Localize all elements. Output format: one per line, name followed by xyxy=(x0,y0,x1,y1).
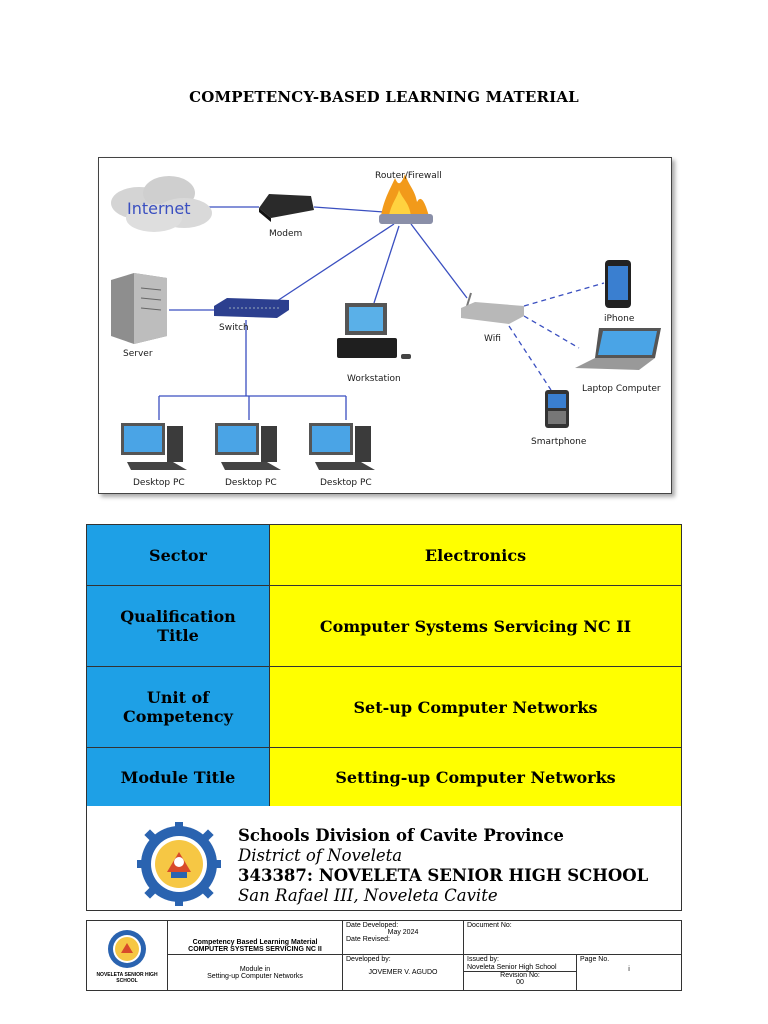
footer-seal-icon xyxy=(108,929,146,968)
document-title: COMPETENCY-BASED LEARNING MATERIAL xyxy=(189,88,579,106)
school-info-box: Schools Division of Cavite Province Dist… xyxy=(86,806,682,911)
wifi-label: Wifi xyxy=(484,334,501,344)
internet-cloud-icon: Internet xyxy=(111,176,212,232)
footer-revision-value: 00 xyxy=(516,979,524,986)
module-label: Module Title xyxy=(86,747,270,807)
module-info-table: Sector Electronics Qualification Title C… xyxy=(86,524,682,807)
footer-developed-by-label: Developed by: xyxy=(346,956,391,963)
wireless-links xyxy=(508,282,605,391)
diagram-links xyxy=(158,206,468,420)
iphone-icon: iPhone xyxy=(604,260,635,324)
school-division: Schools Division of Cavite Province xyxy=(238,826,564,845)
workstation-label: Workstation xyxy=(347,374,401,384)
footer-document-no-cell: Document No: xyxy=(463,920,682,955)
footer-cblm-line-2: COMPUTER SYSTEMS SERVICING NC II xyxy=(188,946,322,953)
network-diagram-svg: Internet Modem Router/Firewall Server xyxy=(111,171,661,488)
footer-page-value: i xyxy=(628,966,630,973)
footer-developed-by-cell: Developed by: JOVEMER V. AGUDO xyxy=(342,954,464,991)
qualification-label: Qualification Title xyxy=(86,585,270,667)
desktop-pc-1-label: Desktop PC xyxy=(133,478,185,488)
footer-logo-caption: NOVELETA SENIOR HIGH SCHOOL xyxy=(96,971,158,984)
footer-document-no-label: Document No: xyxy=(467,922,512,929)
switch-icon: Switch xyxy=(214,298,289,333)
server-label: Server xyxy=(123,349,153,359)
school-seal-icon xyxy=(137,822,221,906)
footer-module-line-1: Module in xyxy=(239,965,271,973)
desktop-pc-2-icon: Desktop PC xyxy=(215,423,281,488)
sector-label: Sector xyxy=(86,524,270,586)
qualification-row: Qualification Title Computer Systems Ser… xyxy=(86,585,682,667)
qualification-label-line-1: Qualification xyxy=(120,607,236,626)
qualification-value: Computer Systems Servicing NC II xyxy=(269,585,682,667)
footer-developed-by-value: JOVEMER V. AGUDO xyxy=(368,969,438,976)
footer-module-cell: Module in Setting-up Computer Networks xyxy=(167,954,343,991)
desktop-pc-3-label: Desktop PC xyxy=(320,478,372,488)
smartphone-label: Smartphone xyxy=(531,437,587,447)
school-name: 343387: NOVELETA SENIOR HIGH SCHOOL xyxy=(238,866,649,885)
qualification-label-line-2: Title xyxy=(157,626,199,645)
footer-revision-label: Revision No: xyxy=(464,971,576,979)
footer-logo-cell: NOVELETA SENIOR HIGH SCHOOL xyxy=(86,920,168,991)
unit-label-line-2: Competency xyxy=(123,707,233,726)
desktop-pc-2-label: Desktop PC xyxy=(225,478,277,488)
sector-value: Electronics xyxy=(269,524,682,586)
module-row: Module Title Setting-up Computer Network… xyxy=(86,747,682,807)
footer-issued-by-label: Issued by: xyxy=(467,956,499,963)
unit-value: Set-up Computer Networks xyxy=(269,666,682,748)
smartphone-icon: Smartphone xyxy=(531,390,587,447)
footer-issued-by-value: Noveleta Senior High School xyxy=(467,964,557,971)
footer-date-cell: Date Developed: May 2024 Date Revised: xyxy=(342,920,464,955)
laptop-label: Laptop Computer xyxy=(582,384,661,394)
router-firewall-icon: Router/Firewall xyxy=(375,171,442,224)
unit-label: Unit of Competency xyxy=(86,666,270,748)
school-district: District of Noveleta xyxy=(238,846,403,865)
laptop-icon: Laptop Computer xyxy=(575,328,661,394)
wifi-router-icon: Wifi xyxy=(461,292,524,344)
iphone-label: iPhone xyxy=(604,314,635,324)
router-label: Router/Firewall xyxy=(375,171,442,181)
footer-date-developed-label: Date Developed: xyxy=(346,922,399,929)
school-text-block: Schools Division of Cavite Province Dist… xyxy=(238,826,648,906)
school-address: San Rafael III, Noveleta Cavite xyxy=(238,886,498,905)
modem-label: Modem xyxy=(269,229,302,239)
sector-row: Sector Electronics xyxy=(86,524,682,586)
desktop-pc-1-icon: Desktop PC xyxy=(121,423,187,488)
modem-icon: Modem xyxy=(259,194,314,239)
server-icon: Server xyxy=(111,273,167,359)
footer-issued-by-cell: Issued by: Noveleta Senior High School R… xyxy=(463,954,577,991)
footer-cblm-cell: Competency Based Learning Material COMPU… xyxy=(167,920,343,955)
switch-label: Switch xyxy=(219,323,249,333)
network-diagram: Internet Modem Router/Firewall Server xyxy=(98,157,672,494)
unit-label-line-1: Unit of xyxy=(146,688,210,707)
footer-date-revised-label: Date Revised: xyxy=(346,936,390,943)
module-value: Setting-up Computer Networks xyxy=(269,747,682,807)
document-footer: NOVELETA SENIOR HIGH SCHOOL Competency B… xyxy=(86,920,682,991)
footer-page-label: Page No. xyxy=(580,956,610,963)
desktop-pc-3-icon: Desktop PC xyxy=(309,423,375,488)
workstation-icon: Workstation xyxy=(337,303,411,384)
footer-cblm-line-1: Competency Based Learning Material xyxy=(192,939,318,946)
unit-row: Unit of Competency Set-up Computer Netwo… xyxy=(86,666,682,748)
footer-module-line-2: Setting-up Computer Networks xyxy=(207,972,303,980)
footer-date-developed-value: May 2024 xyxy=(387,929,419,936)
internet-label: Internet xyxy=(127,199,191,218)
footer-page-cell: Page No. i xyxy=(576,954,682,991)
